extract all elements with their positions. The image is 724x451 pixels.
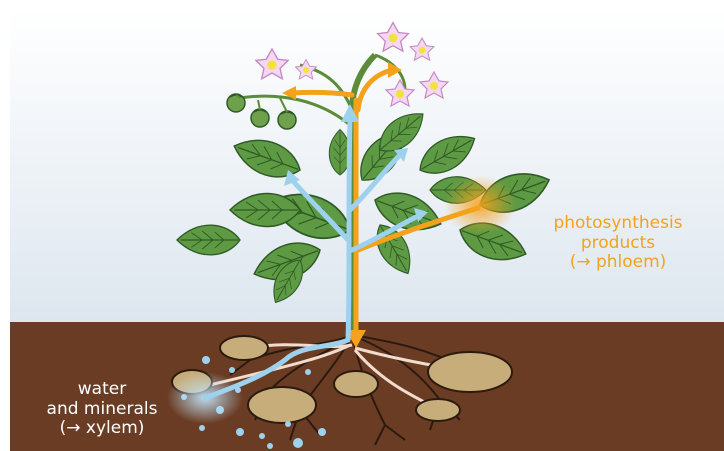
phloem-arrow-left (292, 92, 352, 95)
xylem-label-line3: (→ xylem) (14, 419, 190, 439)
phloem-label-line2: products (512, 234, 724, 254)
potato (334, 371, 378, 397)
phloem-label-line1: photosynthesis (512, 214, 724, 234)
berry (227, 94, 245, 112)
xylem-label-line1: water (14, 380, 190, 400)
potato (428, 352, 512, 392)
xylem-label: water and minerals (→ xylem) (14, 380, 190, 439)
photosynthesis-glow (444, 175, 516, 235)
berry (278, 111, 296, 129)
phloem-label: photosynthesis products (→ phloem) (512, 214, 724, 273)
phloem-label-line3: (→ phloem) (512, 253, 724, 273)
berry (251, 109, 269, 127)
xylem-label-line2: and minerals (14, 400, 190, 420)
potato (416, 399, 460, 421)
potato (220, 336, 268, 360)
potato (248, 387, 316, 423)
